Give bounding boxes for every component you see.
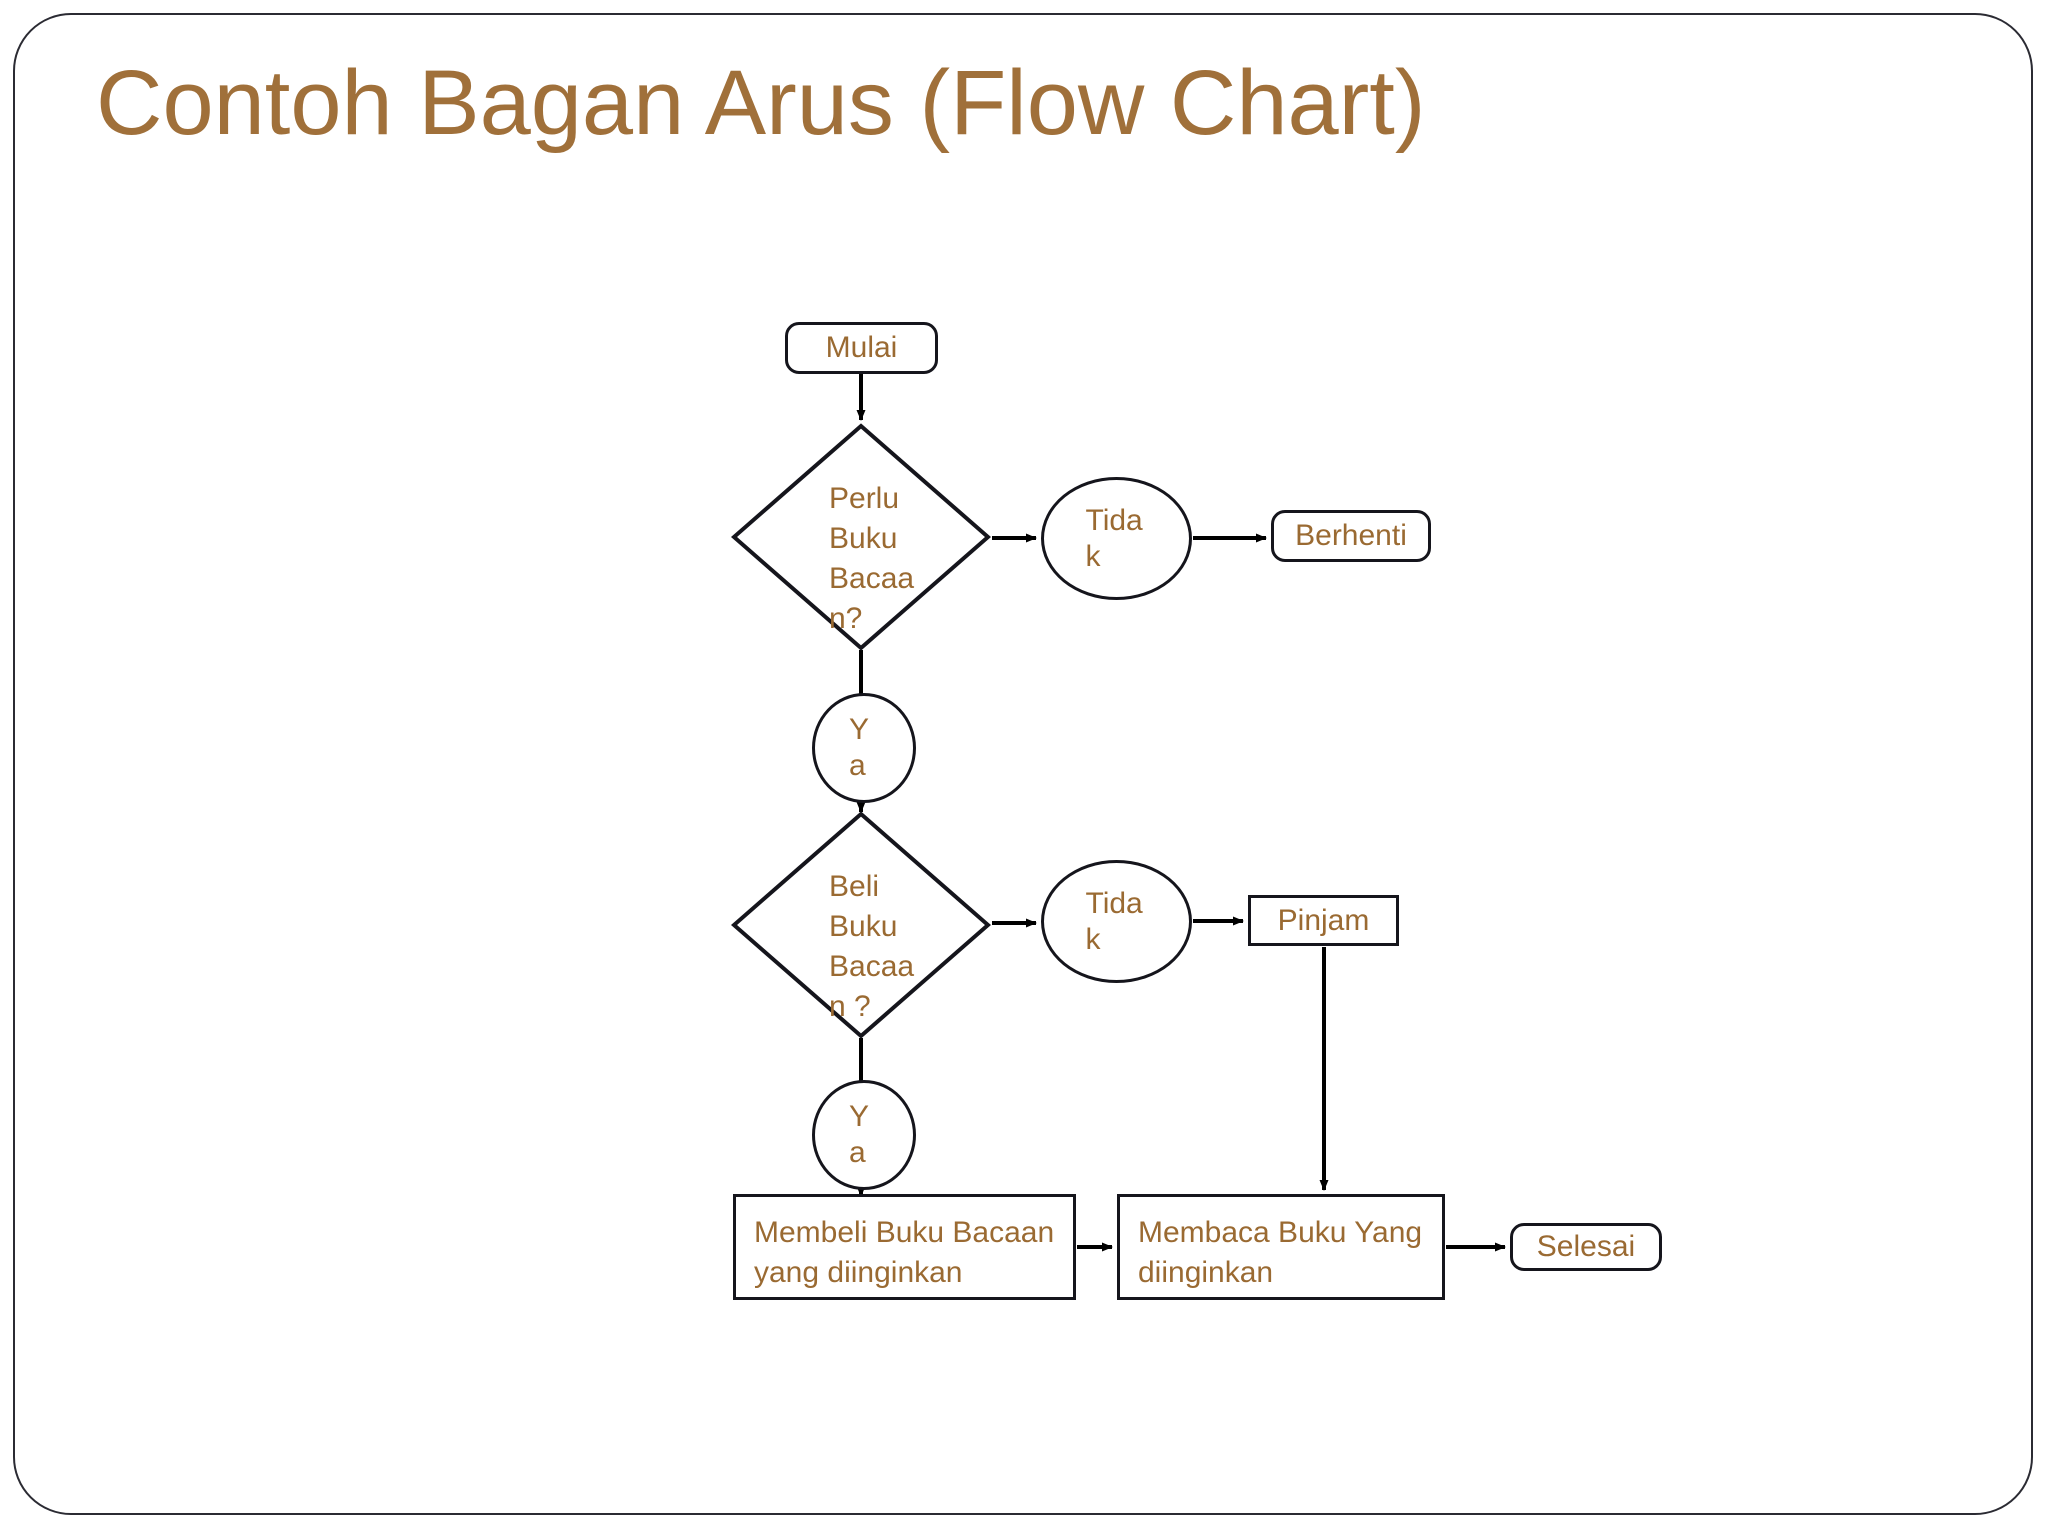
node-mulai[interactable]: Mulai — [785, 322, 938, 374]
node-selesai-label: Selesai — [1536, 1230, 1636, 1263]
node-perlu-buku-bacaan[interactable]: Perlu Buku Bacaa n? — [731, 423, 991, 651]
diamond-shape-icon — [731, 811, 991, 1039]
node-membaca-buku[interactable]: Membaca Buku Yang diinginkan — [1117, 1194, 1445, 1300]
node-beli-label: Beli Buku Bacaa n ? — [829, 870, 915, 1023]
node-tidak-1[interactable]: Tida k — [1041, 477, 1192, 600]
node-ya-2[interactable]: Y a — [812, 1080, 916, 1190]
node-selesai[interactable]: Selesai — [1510, 1223, 1662, 1271]
page-title: Contoh Bagan Arus (Flow Chart) — [96, 52, 1426, 154]
node-ya-2-label: Y a — [849, 1100, 870, 1169]
node-membeli-buku[interactable]: Membeli Buku Bacaan yang diinginkan — [733, 1194, 1076, 1300]
node-membeli-label: Membeli Buku Bacaan yang diinginkan — [754, 1216, 1055, 1289]
node-tidak-2[interactable]: Tida k — [1041, 860, 1192, 983]
node-membaca-label: Membaca Buku Yang diinginkan — [1138, 1216, 1423, 1289]
node-ya-1[interactable]: Y a — [812, 693, 916, 803]
node-mulai-label: Mulai — [825, 331, 898, 364]
node-pinjam-label: Pinjam — [1277, 903, 1370, 937]
node-beli-buku-bacaan[interactable]: Beli Buku Bacaa n ? — [731, 811, 991, 1039]
node-berhenti[interactable]: Berhenti — [1271, 510, 1431, 562]
diamond-shape-icon — [731, 423, 991, 651]
node-tidak-1-label: Tida k — [1085, 503, 1143, 573]
node-perlu-label: Perlu Buku Bacaa n? — [829, 482, 915, 635]
node-pinjam[interactable]: Pinjam — [1248, 895, 1399, 946]
node-berhenti-label: Berhenti — [1295, 519, 1407, 552]
node-tidak-2-label: Tida k — [1085, 886, 1143, 956]
node-ya-1-label: Y a — [849, 713, 870, 782]
